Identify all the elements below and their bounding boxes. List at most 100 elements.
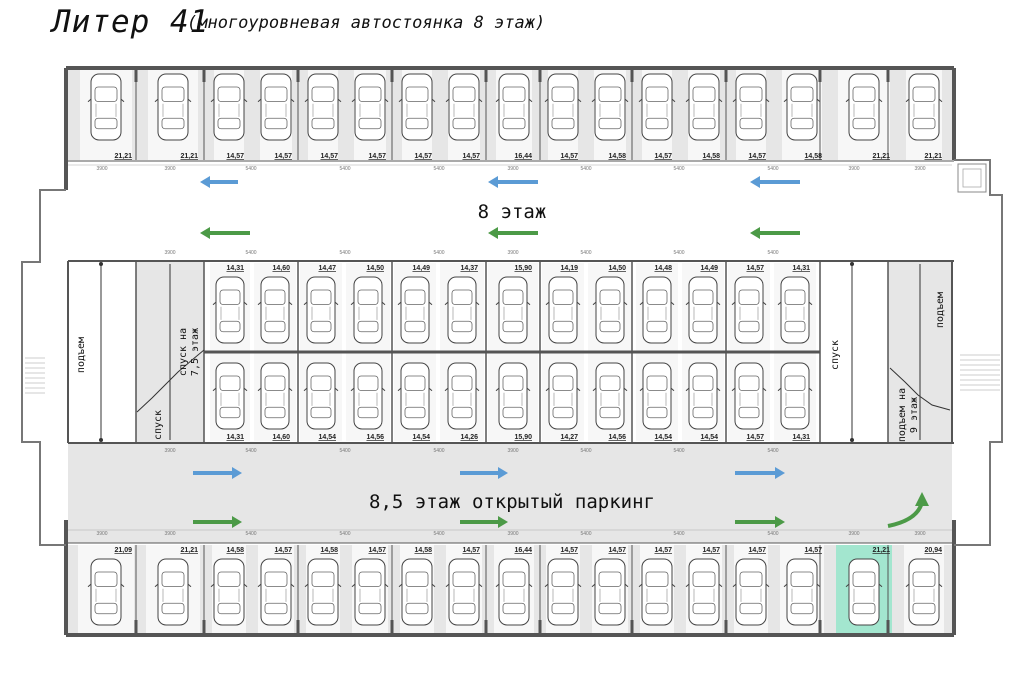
- floor-label-lower: 8,5 этаж открытый паркинг: [369, 491, 655, 513]
- car-icon: [397, 276, 433, 344]
- dimension-label: 5400: [245, 531, 256, 537]
- dimension-label: 5400: [673, 166, 684, 172]
- car-icon: [639, 276, 675, 344]
- lower-driveway: [68, 443, 952, 543]
- spot-area-label: 14,31: [226, 265, 244, 272]
- dimension-label: 3900: [507, 448, 518, 454]
- dimension-label: 5400: [673, 531, 684, 537]
- dimension-label: 5400: [339, 531, 350, 537]
- arrow-left-blue-head: [488, 176, 498, 188]
- spot-area-label: 21,21: [872, 153, 890, 160]
- spot-area-label: 14,57: [560, 547, 578, 554]
- car-icon: [732, 73, 770, 141]
- car-icon: [639, 362, 675, 430]
- ramp-label-right-up: подъем: [935, 292, 946, 328]
- car-icon: [87, 558, 125, 626]
- dimension-label: 5400: [673, 250, 684, 256]
- car-icon: [495, 362, 531, 430]
- subtitle: (многоуровневая автостоянка 8 этаж): [187, 13, 546, 33]
- spot-area-label: 21,21: [114, 153, 132, 160]
- car-icon: [777, 276, 813, 344]
- arrow-left-blue-head: [750, 176, 760, 188]
- car-icon: [351, 558, 389, 626]
- arrow-right-blue-head: [775, 467, 785, 479]
- spot-area-label: 14,56: [608, 434, 626, 441]
- spot-area-label: 14,54: [700, 434, 718, 441]
- dimension-label: 3900: [914, 531, 925, 537]
- ramp-label-left-down: спуск на: [178, 328, 189, 376]
- spot-area-label: 14,57: [320, 153, 338, 160]
- spot-area-label: 14,54: [654, 434, 672, 441]
- car-icon: [445, 73, 483, 141]
- dimension-label: 3900: [914, 166, 925, 172]
- spot-area-label: 14,58: [320, 547, 338, 554]
- floor-label-upper: 8 этаж: [478, 201, 547, 223]
- car-icon: [257, 276, 293, 344]
- arrow-right-green-head: [498, 516, 508, 528]
- car-icon: [212, 362, 248, 430]
- car-icon: [544, 73, 582, 141]
- ramp-marker: [850, 438, 854, 442]
- dimension-label: 5400: [673, 448, 684, 454]
- car-icon: [545, 362, 581, 430]
- dimension-label: 5400: [245, 166, 256, 172]
- car-icon: [783, 73, 821, 141]
- spot-area-label: 14,50: [366, 265, 384, 272]
- car-icon: [638, 558, 676, 626]
- title: Литер 41: [52, 4, 210, 40]
- car-icon: [210, 73, 248, 141]
- dimension-label: 5400: [767, 250, 778, 256]
- dimension-label: 5400: [339, 166, 350, 172]
- ramp-slope-line: [889, 367, 951, 411]
- car-icon: [154, 558, 192, 626]
- car-icon: [303, 276, 339, 344]
- elevator-icon: [957, 163, 987, 193]
- spot-area-label: 14,31: [792, 434, 810, 441]
- spot-area-label: 14,47: [318, 265, 336, 272]
- ramp-label-right-up-next: подъем на: [897, 388, 908, 442]
- dimension-label: 5400: [580, 531, 591, 537]
- car-icon: [732, 558, 770, 626]
- car-icon: [350, 362, 386, 430]
- spot-area-label: 14,60: [272, 265, 290, 272]
- spot-area-label: 14,56: [366, 434, 384, 441]
- spot-area-label: 14,19: [560, 265, 578, 272]
- spot-area-label: 14,27: [560, 434, 578, 441]
- arrow-right-blue-head: [498, 467, 508, 479]
- arrow-curved-up-head: [915, 492, 929, 506]
- spot-area-label: 14,57: [414, 153, 432, 160]
- right-wing-outline: [954, 159, 1003, 546]
- spot-area-label: 14,58: [226, 547, 244, 554]
- arrow-left-green-head: [488, 227, 498, 239]
- left-wing-outline: [21, 189, 66, 546]
- ramp-marker: [99, 262, 103, 266]
- car-icon: [445, 558, 483, 626]
- ramp-marker: [99, 438, 103, 442]
- spot-area-label: 14,50: [608, 265, 626, 272]
- ramp-label-left-down-short: спуск: [153, 410, 164, 440]
- car-icon: [154, 73, 192, 141]
- car-icon: [495, 276, 531, 344]
- arrow-left-green-head: [200, 227, 210, 239]
- spot-area-label: 14,49: [700, 265, 718, 272]
- spot-area-label: 14,31: [226, 434, 244, 441]
- spot-area-label: 21,21: [872, 547, 890, 554]
- dimension-label: 5400: [433, 166, 444, 172]
- spot-area-label: 16,44: [514, 547, 532, 554]
- car-icon: [905, 73, 943, 141]
- car-icon: [212, 276, 248, 344]
- dimension-label: 3900: [164, 531, 175, 537]
- car-icon: [685, 362, 721, 430]
- spot-area-label: 14,57: [748, 547, 766, 554]
- car-icon: [685, 276, 721, 344]
- spot-area-label: 21,21: [180, 547, 198, 554]
- car-icon: [777, 362, 813, 430]
- arrow-left-blue-head: [200, 176, 210, 188]
- elevator-inner: [962, 168, 982, 188]
- spot-area-label: 14,58: [414, 547, 432, 554]
- spot-area-label: 14,57: [274, 153, 292, 160]
- spot-area-label: 14,48: [654, 265, 672, 272]
- dimension-label: 3900: [164, 166, 175, 172]
- car-icon: [444, 276, 480, 344]
- arrow-right-green-head: [232, 516, 242, 528]
